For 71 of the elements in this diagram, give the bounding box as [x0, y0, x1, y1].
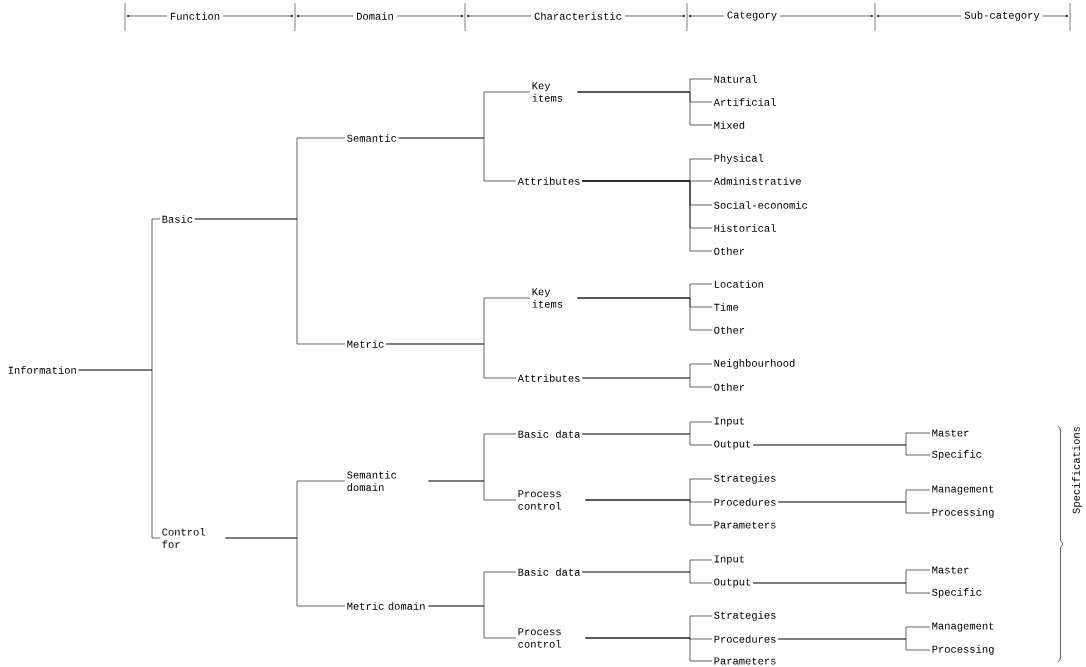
tree-label: Historical — [714, 224, 776, 232]
header-label: Function — [166, 11, 224, 21]
tree-label: Attributes — [517, 374, 580, 382]
tree-label: Social-economic — [714, 201, 808, 209]
side-label: Specifications — [1072, 426, 1082, 514]
tree-label: Attributes — [517, 177, 580, 185]
tree-label: Basic — [162, 215, 193, 223]
tree-label: Mixed — [714, 121, 745, 129]
connector — [581, 571, 713, 584]
tree-label: Other — [714, 383, 745, 391]
tree-label: Basic data — [518, 430, 581, 438]
connector — [194, 218, 346, 345]
connector — [752, 444, 931, 456]
connector — [585, 637, 713, 662]
tree-label: Procedures — [714, 498, 776, 506]
connector — [752, 582, 931, 594]
tree-label: Input — [714, 417, 744, 427]
tree-label: Input — [714, 555, 744, 565]
connector — [777, 501, 931, 514]
connector — [398, 137, 517, 182]
header-label: Category — [723, 10, 781, 22]
connector — [385, 343, 517, 379]
tree-label: Processing — [932, 645, 994, 655]
tree-label: Natural — [714, 75, 758, 83]
tree-label: Master — [932, 566, 969, 574]
tree-label: Master — [932, 429, 969, 437]
tree-label: Management — [932, 485, 994, 495]
header-label: Domain — [353, 11, 397, 21]
tree-label: Artificial — [713, 98, 776, 106]
tree-label: Physical — [714, 154, 764, 164]
connector — [581, 377, 713, 388]
tree-label: Specific — [932, 450, 982, 460]
tree-label: Strategies — [714, 474, 776, 484]
tree-label: Output — [714, 578, 751, 588]
tree-label: Other — [714, 326, 745, 334]
tree-label: Basic data — [518, 568, 581, 576]
tree-label: Time — [714, 303, 739, 311]
tree-label: Management — [932, 622, 994, 632]
tree-label: Parameters — [714, 657, 776, 665]
tree-label: Output — [714, 440, 751, 450]
connector — [428, 605, 517, 639]
tree-label: Semantic — [347, 134, 397, 142]
connector — [577, 91, 713, 126]
tree-label: Key items — [532, 82, 563, 102]
connector — [585, 499, 713, 526]
tree-label: Control for — [162, 527, 206, 549]
connector — [581, 180, 713, 252]
tree-label: Parameters — [714, 521, 776, 529]
connector — [78, 369, 161, 539]
header-label: Sub-category — [961, 10, 1043, 22]
tree-label: Semantic domain — [347, 470, 397, 492]
tree-label: Processing — [932, 508, 994, 518]
tree-label: Process control — [518, 628, 562, 648]
tree-label: Information — [8, 366, 76, 374]
connector — [777, 638, 931, 651]
tree-label: Location — [714, 280, 763, 288]
header-label: Characteristic — [531, 11, 625, 21]
connector — [225, 537, 346, 607]
tree-label: Strategies — [714, 611, 776, 621]
connector — [577, 297, 713, 331]
tree-label: Process control — [518, 490, 562, 510]
tree-label: Administrative — [713, 177, 801, 185]
tree-label: Key items — [532, 288, 563, 308]
tree-label: Neighbourhood — [714, 359, 795, 369]
tree-label: Specific — [932, 588, 982, 598]
connector — [581, 433, 713, 446]
connector — [428, 480, 517, 501]
tree-label: Metric domain — [347, 602, 425, 610]
tree-label: Procedures — [714, 635, 776, 643]
tree-label: Other — [714, 247, 745, 255]
tree-label: Metric — [347, 340, 384, 348]
